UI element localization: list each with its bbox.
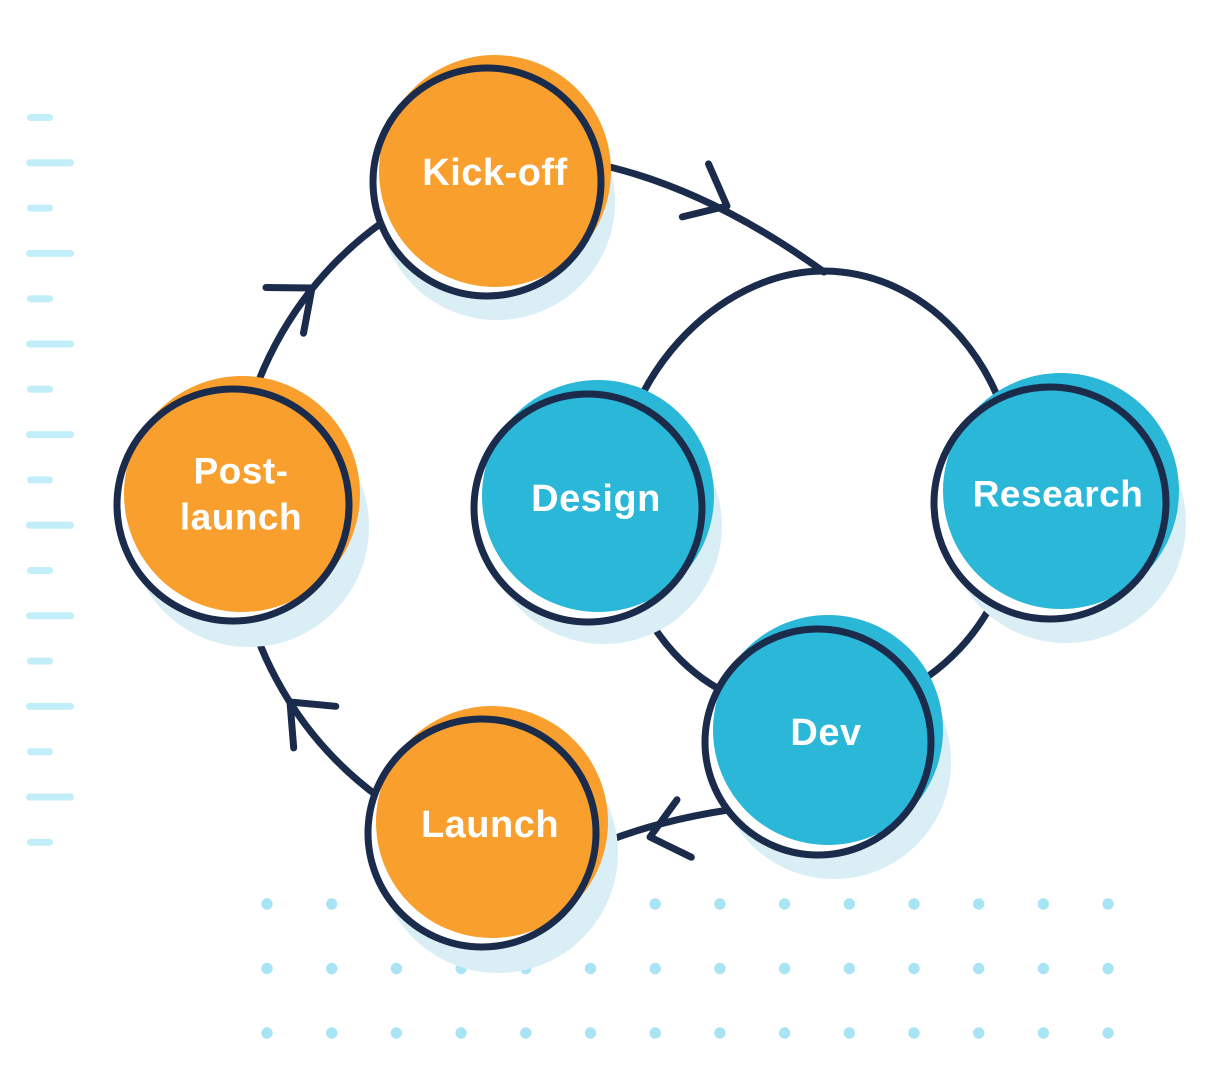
arrowhead-kickoff-forward — [678, 160, 731, 221]
node-fill — [482, 380, 714, 612]
arrowhead-dev-to-launch — [646, 796, 695, 861]
grid-dot — [778, 898, 791, 910]
node-fill — [713, 615, 943, 845]
grid-dot — [584, 962, 597, 975]
grid-dot — [1037, 962, 1050, 975]
grid-dot — [973, 1027, 985, 1039]
grid-dot — [1102, 898, 1114, 910]
node-label: Design — [531, 478, 661, 520]
grid-dot — [261, 1027, 273, 1039]
node-dev: Dev — [701, 615, 951, 879]
grid-dot — [584, 1027, 597, 1039]
dash-mark — [27, 385, 53, 393]
node-kick-off: Kick-off — [369, 55, 615, 320]
node-label: Launch — [421, 804, 559, 846]
dash-mark — [26, 793, 74, 801]
node-ring — [369, 64, 605, 300]
arc-kickoff-to-loop — [588, 159, 828, 276]
grid-dot — [326, 1027, 338, 1039]
dash-mark — [26, 249, 74, 257]
grid-dot — [649, 1027, 661, 1039]
grid-dot — [778, 1027, 791, 1039]
node-fill — [943, 373, 1179, 609]
node-ring — [113, 385, 353, 625]
grid-dot — [908, 1027, 920, 1039]
dash-mark — [27, 567, 53, 574]
grid-dot — [261, 898, 273, 910]
dash-mark — [26, 159, 74, 167]
node-ring — [364, 715, 600, 951]
node-design: Design — [470, 380, 722, 644]
grid-dot — [390, 1027, 403, 1039]
dash-mark — [26, 431, 74, 439]
node-label: Kick-off — [422, 152, 567, 194]
node-fill — [376, 706, 608, 938]
dash-mark — [26, 612, 74, 620]
arrowhead-postlaunch-to-kickoff — [262, 284, 316, 337]
grid-dot — [455, 1027, 467, 1039]
grid-dot — [843, 898, 855, 910]
dash-mark — [26, 340, 74, 348]
grid-dot — [1037, 1027, 1050, 1039]
grid-dot — [1037, 898, 1050, 910]
dash-mark — [27, 476, 53, 484]
grid-dot — [973, 898, 985, 910]
node-label-line1: Post- — [194, 451, 289, 492]
node-label-line2: launch — [180, 497, 302, 538]
node-launch: Launch — [364, 706, 618, 973]
grid-dot — [326, 962, 338, 975]
node-fill — [379, 55, 611, 287]
grid-dot — [649, 962, 661, 975]
grid-dot — [714, 1027, 726, 1039]
grid-dot — [649, 898, 661, 910]
grid-dot — [520, 1027, 532, 1039]
dash-mark — [26, 702, 74, 710]
node-ring — [701, 625, 935, 859]
node-label: Dev — [790, 712, 861, 754]
dash-column-decoration — [26, 114, 74, 846]
grid-dot — [326, 898, 338, 910]
node-ring — [930, 383, 1170, 623]
grid-dot — [973, 962, 985, 975]
grid-dot — [390, 962, 403, 975]
node-research: Research — [930, 373, 1186, 643]
dash-mark — [27, 838, 53, 846]
grid-dot — [843, 962, 855, 975]
dash-mark — [27, 114, 53, 121]
dash-mark — [27, 657, 53, 665]
grid-dot — [908, 898, 920, 910]
grid-dot — [1102, 962, 1114, 975]
dash-mark — [27, 204, 53, 212]
node-ring — [470, 390, 706, 626]
grid-dot — [1102, 1027, 1114, 1039]
dash-mark — [27, 295, 53, 303]
grid-dot — [261, 962, 273, 975]
grid-dot — [843, 1027, 855, 1039]
grid-dot — [778, 962, 791, 975]
node-fill — [124, 376, 360, 612]
grid-dot — [908, 962, 920, 975]
grid-dot — [714, 962, 726, 975]
dash-mark — [26, 521, 74, 529]
node-post-launch: Post- launch — [113, 376, 369, 647]
dot-grid-decoration — [261, 898, 1114, 1039]
arrowhead-launch-to-postlaunch — [286, 698, 340, 752]
grid-dot — [714, 898, 726, 910]
node-label: Research — [973, 474, 1144, 515]
dash-mark — [27, 748, 53, 756]
